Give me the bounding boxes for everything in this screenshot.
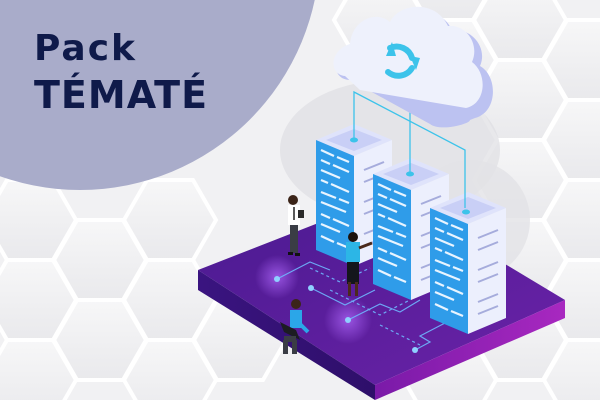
person-sitting-laptop bbox=[280, 299, 310, 354]
person-touching-server bbox=[346, 232, 373, 296]
network-lines bbox=[276, 261, 446, 351]
person-standing-tablet bbox=[288, 195, 304, 256]
banner-title: Pack TÉMATÉ bbox=[34, 26, 208, 118]
title-line-temate: TÉMATÉ bbox=[34, 73, 209, 117]
title-line-pack: Pack bbox=[34, 28, 137, 69]
